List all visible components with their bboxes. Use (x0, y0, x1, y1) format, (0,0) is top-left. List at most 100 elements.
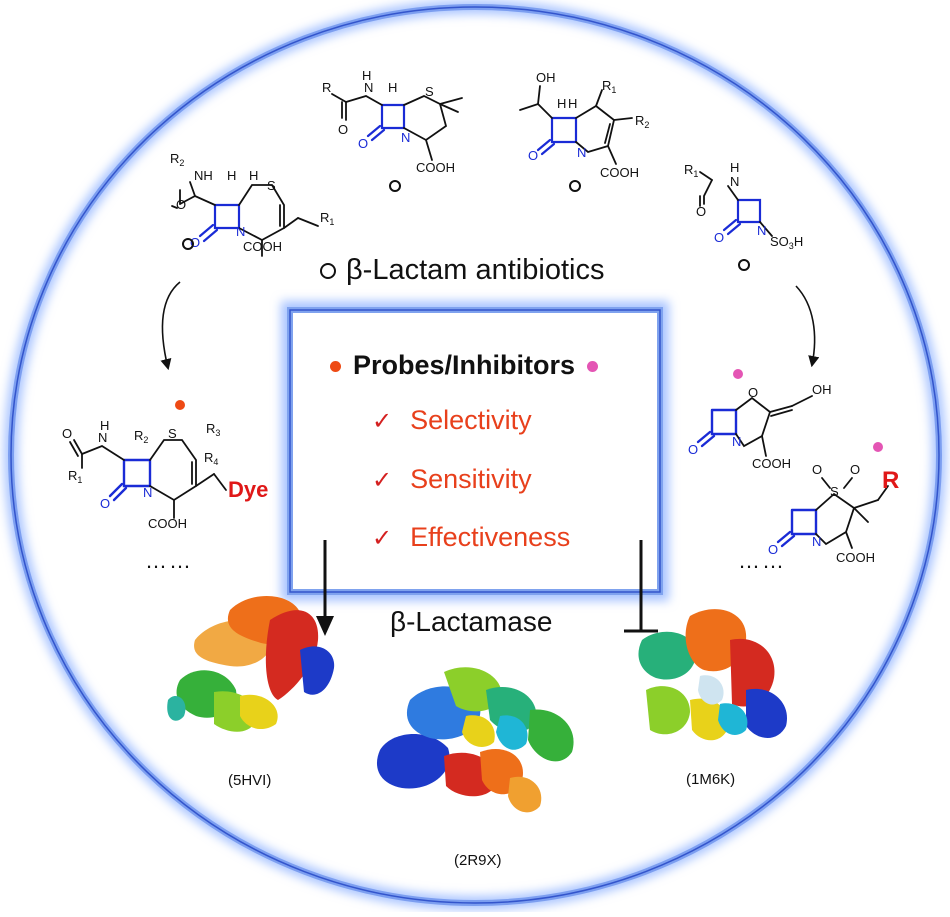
label-COOH: COOH (836, 550, 875, 565)
label-R2: R2 (170, 151, 184, 168)
outer-ring (4, 0, 946, 910)
label-dye: Dye (228, 477, 268, 502)
label-COOH: COOH (243, 239, 282, 254)
label-H: H (730, 160, 739, 175)
label-O-lactam: O (528, 148, 538, 163)
ellipsis-left: …… (145, 548, 193, 573)
label-O-lactam: O (688, 442, 698, 457)
marker-dot-clav (733, 369, 743, 379)
structure-clavulanate: O N O OH COOH (688, 369, 832, 471)
label-N: N (401, 130, 410, 145)
label-H1: H (557, 96, 566, 111)
label-S: S (425, 84, 434, 99)
inhibition-bar (624, 540, 658, 633)
check-icon: ✓ (372, 525, 393, 552)
label-H2: H (568, 96, 577, 111)
protein-1m6k (638, 609, 787, 741)
antibiotics-title-row: β-Lactam antibiotics (320, 254, 604, 287)
center-box (281, 301, 669, 601)
label-S: S (168, 426, 177, 441)
label-R4: R4 (204, 450, 218, 467)
label-N: N (757, 223, 766, 238)
property-selectivity: Selectivity (410, 405, 532, 435)
structure-probe: O N H R1 R2 S R3 R4 N O COOH Dye (62, 400, 268, 531)
label-N-ring: N (143, 485, 152, 500)
marker-circle-carb (569, 180, 581, 192)
label-H1: H (227, 168, 236, 183)
ellipsis-right: …… (738, 548, 786, 573)
label-R1: R1 (602, 78, 616, 95)
label-COOH: COOH (752, 456, 791, 471)
structure-carbapenem: OH H H R1 R2 N O COOH (519, 70, 649, 192)
label-N: N (577, 145, 586, 160)
label-N: N (236, 224, 245, 239)
label-R2: R2 (134, 428, 148, 445)
label-COOH: COOH (600, 165, 639, 180)
label-O-ring: O (748, 385, 758, 400)
label-COOH: COOH (148, 516, 187, 531)
label-S: S (267, 178, 276, 193)
label-R2: R2 (635, 113, 649, 130)
marker-dot-probe (175, 400, 185, 410)
structure-sulbactam: O S O N O COOH R (768, 442, 899, 565)
structure-cephalosporin: R2 NH H H S N O O COOH R1 (170, 151, 334, 257)
pdb-label-2r9x: (2R9X) (454, 852, 502, 869)
pdb-label-5hvi: (5HVI) (228, 772, 272, 789)
label-H: H (100, 418, 109, 433)
label-O-lactam: O (358, 136, 368, 151)
antibiotics-title: β-Lactam antibiotics (346, 254, 605, 286)
label-R: R (882, 467, 899, 494)
label-O-lactam: O (768, 542, 778, 557)
property-row-3: ✓Effectiveness (372, 522, 570, 553)
label-R1: R1 (684, 162, 698, 179)
label-R1: R1 (68, 468, 82, 485)
label-O-amide: O (176, 197, 186, 212)
label-OH: OH (812, 382, 832, 397)
label-O: O (62, 426, 72, 441)
label-N-amide: N (730, 174, 739, 189)
label-SO3H: SO3H (770, 234, 803, 251)
label-R: R (322, 80, 331, 95)
label-O1: O (812, 462, 822, 477)
protein-2r9x (376, 667, 574, 813)
label-R1: R1 (320, 210, 334, 227)
arrow-down-probe (316, 540, 334, 636)
open-circle-marker (320, 263, 336, 280)
marker-circle-ceph (182, 238, 194, 250)
label-NH: NH (194, 168, 213, 183)
label-N-amide: N (364, 80, 373, 95)
structure-monobactam: R1 N H O N O SO3H (684, 160, 803, 271)
label-R3: R3 (206, 421, 220, 438)
marker-circle-mono (738, 259, 750, 271)
label-H-bridge: H (388, 80, 397, 95)
pdb-label-1m6k: (1M6K) (686, 771, 736, 788)
label-N: N (812, 534, 821, 549)
orange-dot-marker (330, 361, 341, 373)
label-O-lactam: O (714, 230, 724, 245)
marker-dot-sulb (873, 442, 883, 452)
property-sensitivity: Sensitivity (410, 464, 532, 494)
arrow-right-curve (795, 285, 820, 368)
structure-penicillin: R N H H S N O O COOH (322, 68, 463, 192)
label-N: N (732, 434, 741, 449)
label-COOH: COOH (416, 160, 455, 175)
marker-circle-pen (389, 180, 401, 192)
label-O-lactam: O (190, 235, 200, 250)
check-icon: ✓ (372, 467, 393, 494)
center-heading: Probes/Inhibitors (353, 350, 576, 380)
center-heading-row: Probes/Inhibitors (330, 350, 599, 381)
label-O-amide: O (338, 122, 348, 137)
label-O-amide: O (696, 204, 706, 219)
check-icon: ✓ (372, 408, 393, 435)
label-H2: H (249, 168, 258, 183)
label-O-lactam: O (100, 496, 110, 511)
property-row-1: ✓ Selectivity (372, 405, 532, 436)
label-OH: OH (536, 70, 556, 85)
label-O2: O (850, 462, 860, 477)
label-N: N (98, 430, 107, 445)
protein-5hvi (167, 595, 335, 732)
arrow-left-curve (160, 281, 181, 371)
target-label: β-Lactamase (390, 606, 553, 637)
